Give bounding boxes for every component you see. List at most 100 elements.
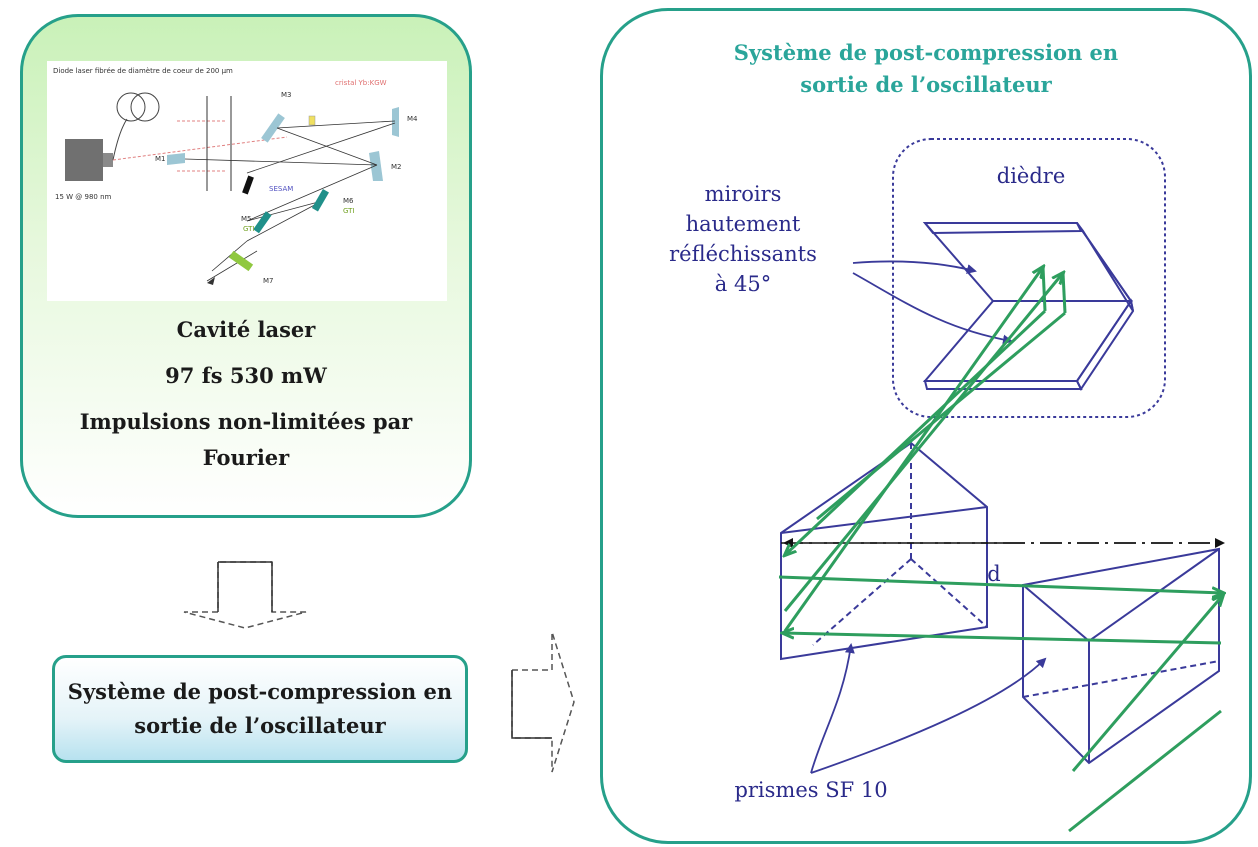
m7-label: M7 bbox=[263, 277, 274, 285]
right-arrow-shaft bbox=[511, 670, 552, 739]
fiber-line bbox=[112, 118, 128, 161]
post-compression-box: Système de post-compression en sortie de… bbox=[52, 655, 468, 763]
cavity-line-1 bbox=[184, 158, 378, 166]
down-arrow-shaft bbox=[217, 561, 273, 612]
compressor-diagram bbox=[778, 138, 1255, 833]
beam-from-roof-2 bbox=[816, 311, 1066, 521]
roof-mirror-right-edge-bottom bbox=[1075, 298, 1135, 391]
power-label: 15 W @ 980 nm bbox=[55, 193, 112, 201]
down-arrow-shape bbox=[183, 561, 307, 629]
m2-label: M2 bbox=[391, 163, 402, 171]
laser-cavity-schematic: Diode laser fibrée de diamètre de coeur … bbox=[47, 61, 447, 301]
diedre-box bbox=[892, 138, 1166, 418]
output-line bbox=[206, 250, 258, 282]
post-compression-line2: sortie de l’oscillateur bbox=[134, 713, 386, 738]
cavity-line-2 bbox=[276, 120, 396, 129]
beam-between-prisms-upper bbox=[778, 575, 1223, 593]
prism-left-hidden-base-right bbox=[910, 558, 988, 628]
right-arrow bbox=[511, 631, 575, 773]
beam-roof-fold-1 bbox=[1041, 266, 1047, 312]
roof-mirror-right-edge-top bbox=[1076, 222, 1134, 312]
mirrors-label-line4: à 45° bbox=[714, 272, 772, 296]
beam-in-prism-right bbox=[1071, 595, 1223, 772]
fiber-coil-2 bbox=[130, 92, 160, 122]
fiber-coil-1 bbox=[116, 92, 146, 122]
crystal bbox=[308, 115, 316, 126]
prisms-label: prismes SF 10 bbox=[734, 778, 888, 802]
crystal-label: cristal Yb:KGW bbox=[335, 79, 387, 87]
beam-path bbox=[778, 266, 1223, 833]
panel-title-line2: sortie de l’oscillateur bbox=[800, 72, 1052, 97]
prism-right-front-right bbox=[1088, 548, 1220, 642]
gti-label-right: GTI bbox=[343, 207, 355, 215]
cavity-line-8 bbox=[211, 240, 248, 272]
cavity-line-4 bbox=[276, 127, 378, 166]
beam-between-prisms-lower bbox=[783, 633, 1222, 645]
m6-label: M6 bbox=[343, 197, 354, 205]
post-compression-panel: Système de post-compression en sortie de… bbox=[600, 8, 1252, 844]
panel-title-line1: Système de post-compression en bbox=[733, 40, 1119, 65]
distance-label: d bbox=[987, 562, 1001, 586]
laser-cavity-panel: Diode laser fibrée de diamètre de coeur … bbox=[20, 14, 472, 518]
post-compression-line1: Système de post-compression en bbox=[67, 679, 453, 704]
laser-diode-nozzle bbox=[103, 153, 113, 167]
m4-label: M4 bbox=[407, 115, 418, 123]
cavity-line-6 bbox=[246, 200, 323, 222]
mirrors-label-line2: hautement bbox=[685, 212, 801, 236]
gti-mirror-m6 bbox=[311, 188, 329, 212]
mirror-pointer-bottom bbox=[852, 272, 1013, 345]
mirror-m7 bbox=[228, 250, 254, 272]
prism-right-hidden-base bbox=[1022, 660, 1220, 698]
roof-mirror bbox=[922, 222, 1135, 391]
prism-pointer-right bbox=[810, 657, 1047, 774]
prism-left-outline bbox=[780, 441, 988, 661]
mirror-m4 bbox=[392, 107, 399, 137]
prism-left bbox=[780, 441, 988, 661]
prism-pointer-left bbox=[810, 643, 855, 774]
mirrors-label: miroirs hautement réfléchissants à 45° bbox=[643, 179, 843, 299]
m5-label: M5 bbox=[241, 215, 252, 223]
m3-label: M3 bbox=[281, 91, 292, 99]
prism-left-top-edge bbox=[780, 506, 988, 534]
mirror-pointer-top bbox=[852, 260, 977, 274]
caption-cavity: Cavité laser bbox=[176, 317, 316, 342]
mirrors-label-line3: réfléchissants bbox=[669, 242, 817, 266]
laser-diode-block bbox=[65, 139, 103, 181]
sesam-mirror bbox=[242, 175, 254, 195]
caption-pulses-line1: Impulsions non-limitées par bbox=[79, 409, 413, 434]
beam-roof-fold-2 bbox=[1061, 272, 1067, 314]
caption-pulse-specs: 97 fs 530 mW bbox=[165, 363, 327, 388]
prism-right bbox=[1022, 547, 1220, 765]
post-compression-text: Système de post-compression en sortie de… bbox=[68, 675, 452, 743]
down-arrow bbox=[183, 561, 307, 629]
beam-input bbox=[1068, 709, 1222, 833]
sesam-label: SESAM bbox=[269, 185, 293, 193]
m1-label: M1 bbox=[155, 155, 166, 163]
cavity-line-3 bbox=[246, 122, 396, 174]
output-arrowhead bbox=[207, 277, 215, 285]
cavity-diagram: Diode laser fibrée de diamètre de coeur … bbox=[53, 67, 418, 285]
gti-mirror-m5 bbox=[253, 211, 272, 234]
roof-mirror-bottom-edge bbox=[923, 380, 1083, 390]
mirror-m1 bbox=[167, 153, 185, 165]
beam-to-roof-1 bbox=[783, 267, 1043, 632]
pump-beam bbox=[112, 136, 288, 161]
prism-left-hidden-base-left bbox=[812, 558, 912, 646]
mirror-m5 bbox=[261, 113, 285, 143]
roof-mirror-top-edge bbox=[922, 222, 1083, 235]
diedre-label: dièdre bbox=[996, 164, 1066, 188]
cavity-line-7 bbox=[246, 200, 323, 242]
panel-title: Système de post-compression en sortie de… bbox=[603, 37, 1249, 101]
prism-right-outline bbox=[1022, 547, 1220, 765]
roof-mirror-bottom bbox=[922, 300, 1133, 382]
right-arrow-shape bbox=[511, 631, 575, 773]
beam-to-roof-2 bbox=[783, 273, 1063, 612]
mirror-m2 bbox=[369, 151, 383, 181]
cavity-line-5 bbox=[246, 164, 378, 222]
gti-label-left: GTI bbox=[243, 225, 255, 233]
beam-from-roof-1 bbox=[785, 309, 1047, 555]
prism-right-front-left bbox=[1022, 584, 1090, 642]
mirrors-label-line1: miroirs bbox=[704, 182, 782, 206]
caption-pulses-line2: Fourier bbox=[202, 445, 290, 470]
diode-label: Diode laser fibrée de diamètre de coeur … bbox=[53, 67, 233, 75]
